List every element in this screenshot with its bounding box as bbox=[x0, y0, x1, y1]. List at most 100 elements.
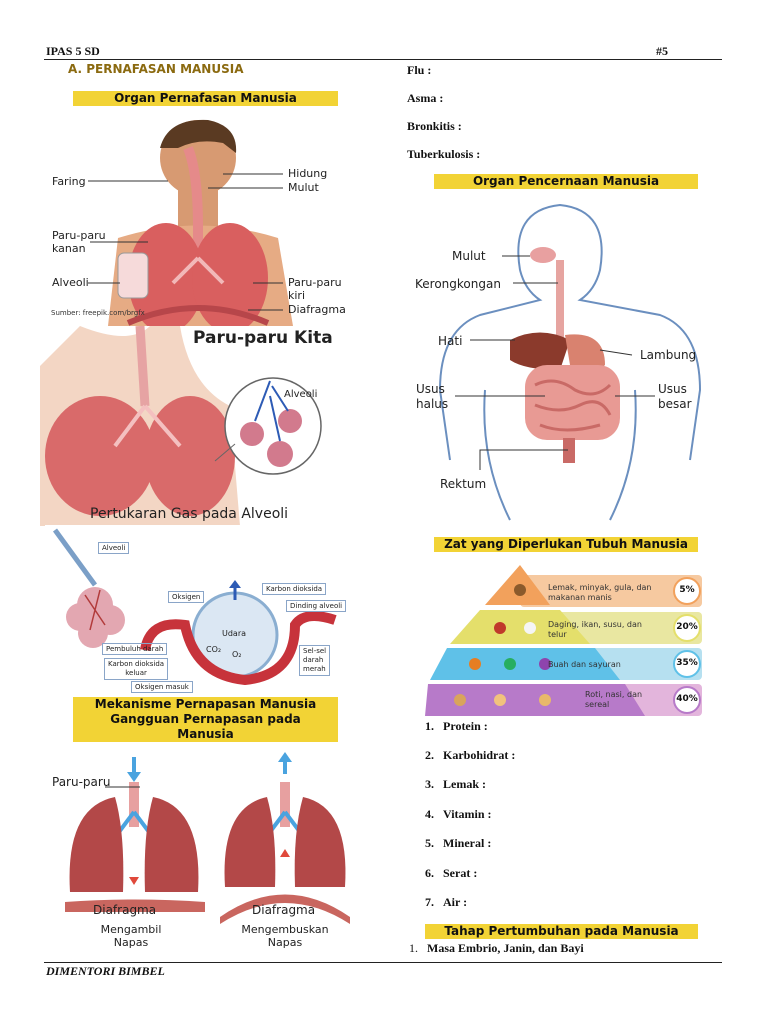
pyramid-text-1: Lemak, minyak, gula, dan makanan manis bbox=[548, 583, 652, 603]
breath-label-paru: Paru-paru bbox=[52, 775, 111, 789]
label-paru-kanan-1: Paru-paru bbox=[52, 229, 106, 242]
breathing-mechanism-figure bbox=[45, 752, 360, 962]
header-rule bbox=[44, 59, 722, 60]
label-paru-kanan-2: kanan bbox=[52, 242, 86, 255]
nutrient-4: 4.Vitamin : bbox=[425, 807, 492, 821]
breath-label-ambil-1: Mengambil bbox=[100, 923, 162, 936]
pyramid-text-2a: Daging, ikan, susu, dan bbox=[548, 620, 642, 629]
paru-paru-figure bbox=[40, 326, 345, 526]
cerna-label-usus-besar: Usus besar bbox=[658, 382, 692, 412]
cerna-label-lambung: Lambung bbox=[640, 348, 697, 362]
banner-mekanisme: Mekanisme Pernapasan Manusia Gangguan Pe… bbox=[73, 697, 338, 742]
tahap-item-1: 1.Masa Embrio, Janin, dan Bayi bbox=[409, 941, 584, 955]
cerna-label-mulut: Mulut bbox=[452, 249, 486, 263]
paru-title: Paru-paru Kita bbox=[193, 328, 333, 348]
disease-flu: Flu : bbox=[407, 63, 432, 77]
digestive-organ-figure bbox=[410, 200, 720, 525]
cerna-label-rektum: Rektum bbox=[440, 477, 487, 491]
pyramid-pct-3: 35% bbox=[676, 658, 698, 668]
pyramid-text-4a: Roti, nasi, dan bbox=[585, 690, 643, 699]
food-pyramid bbox=[425, 565, 702, 716]
breath-label-buang-2: Napas bbox=[267, 936, 303, 949]
banner-mekanisme-line3: Manusia bbox=[177, 727, 234, 741]
pyramid-text-2: Daging, ikan, susu, dan telur bbox=[548, 620, 642, 640]
pyramid-pct-2: 20% bbox=[676, 622, 698, 632]
nutrient-2: 2.Karbohidrat : bbox=[425, 748, 516, 762]
nutrient-3-text: Lemak : bbox=[443, 777, 486, 791]
cerna-label-usus-halus-1: Usus bbox=[416, 382, 445, 396]
gas-label-karbon: Karbon dioksida bbox=[262, 583, 327, 595]
gas-label-oksigen: Oksigen bbox=[168, 591, 205, 603]
banner-organ-pernafasan: Organ Pernafasan Manusia bbox=[73, 91, 338, 106]
pyramid-text-1a: Lemak, minyak, gula, dan bbox=[548, 583, 652, 592]
footer-rule bbox=[44, 962, 722, 963]
gas-label-oksigen-masuk: Oksigen masuk bbox=[131, 681, 193, 693]
header-page-number: #5 bbox=[656, 44, 668, 58]
label-diafragma: Diafragma bbox=[288, 303, 346, 316]
pyramid-text-4b: sereal bbox=[585, 700, 610, 709]
gas-label-karbon-keluar-1: Karbon dioksida bbox=[108, 660, 165, 668]
paru-alveoli-label: Alveoli bbox=[284, 389, 318, 400]
gas-label-pembuluh: Pembuluh darah bbox=[102, 643, 168, 655]
nutrient-1-text: Protein : bbox=[443, 719, 488, 733]
banner-mekanisme-line1: Mekanisme Pernapasan Manusia bbox=[94, 697, 317, 711]
cerna-label-usus-halus-2: halus bbox=[416, 397, 449, 411]
header-subject: IPAS 5 SD bbox=[46, 44, 100, 58]
nutrient-5: 5.Mineral : bbox=[425, 836, 492, 850]
source-note: Sumber: freepik.com/brgfx bbox=[51, 309, 145, 317]
paru-caption: Pertukaran Gas pada Alveoli bbox=[90, 506, 289, 522]
label-paru-kiri-2: kiri bbox=[288, 289, 306, 302]
label-hidung: Hidung bbox=[288, 167, 328, 180]
gas-label-dinding: Dinding alveoli bbox=[286, 600, 347, 612]
tahap-item-1-text: Masa Embrio, Janin, dan Bayi bbox=[427, 941, 584, 955]
footer-brand: DIMENTORI BIMBEL bbox=[46, 964, 165, 978]
disease-tuberkulosis: Tuberkulosis : bbox=[407, 147, 481, 161]
breath-label-diafragma-b: Diafragma bbox=[252, 903, 316, 917]
label-alveoli: Alveoli bbox=[52, 276, 89, 289]
nutrient-1: 1.Protein : bbox=[425, 719, 488, 733]
gas-label-udara: Udara bbox=[222, 629, 247, 638]
breath-label-ambil-2: Napas bbox=[113, 936, 149, 949]
label-faring: Faring bbox=[52, 175, 86, 188]
label-mulut: Mulut bbox=[288, 181, 319, 194]
gas-label-alveoli: Alveoli bbox=[98, 542, 130, 554]
cerna-label-hati: Hati bbox=[438, 334, 463, 348]
disease-bronkitis: Bronkitis : bbox=[407, 119, 462, 133]
pyramid-pct-4: 40% bbox=[676, 694, 698, 704]
gas-label-karbon-keluar-2: keluar bbox=[125, 669, 147, 677]
breath-label-ambil: Mengambil Napas bbox=[86, 923, 176, 949]
banner-organ-pencernaan: Organ Pencernaan Manusia bbox=[434, 174, 698, 189]
label-paru-kiri-1: Paru-paru bbox=[288, 276, 342, 289]
gas-exchange-figure bbox=[45, 525, 345, 695]
pyramid-pct-1: 5% bbox=[679, 585, 695, 595]
nutrient-2-text: Karbohidrat : bbox=[443, 748, 516, 762]
breath-label-diafragma-a: Diafragma bbox=[93, 903, 157, 917]
nutrient-4-text: Vitamin : bbox=[443, 807, 492, 821]
gas-label-sel-1: Sel-sel bbox=[303, 647, 327, 655]
nutrient-6: 6.Serat : bbox=[425, 866, 478, 880]
section-title: A. PERNAFASAN MANUSIA bbox=[68, 62, 244, 76]
pyramid-text-1b: makanan manis bbox=[548, 593, 612, 602]
pyramid-text-3: Buah dan sayuran bbox=[548, 660, 621, 669]
cerna-label-usus-besar-2: besar bbox=[658, 397, 692, 411]
pyramid-text-2b: telur bbox=[548, 630, 567, 639]
cerna-label-usus-besar-1: Usus bbox=[658, 382, 687, 396]
gas-label-sel-3: merah bbox=[303, 665, 326, 673]
respiratory-organ-figure: Sumber: freepik.com/brgfx bbox=[48, 118, 358, 326]
nutrient-5-text: Mineral : bbox=[443, 836, 492, 850]
banner-mekanisme-line2: Gangguan Pernapasan pada bbox=[110, 712, 301, 726]
nutrient-7: 7.Air : bbox=[425, 895, 468, 909]
disease-asma: Asma : bbox=[407, 91, 444, 105]
banner-tahap: Tahap Pertumbuhan pada Manusia bbox=[425, 924, 698, 939]
nutrient-6-text: Serat : bbox=[443, 866, 478, 880]
cerna-label-kerongkongan: Kerongkongan bbox=[415, 277, 501, 291]
gas-label-karbon-keluar: Karbon dioksida keluar bbox=[104, 658, 169, 680]
nutrient-7-text: Air : bbox=[443, 895, 468, 909]
pyramid-band-1 bbox=[520, 575, 702, 607]
breath-label-buang: Mengembuskan Napas bbox=[230, 923, 340, 949]
cerna-label-usus-halus: Usus halus bbox=[416, 382, 448, 412]
gas-label-sel-2: darah bbox=[303, 656, 324, 664]
gas-label-co2: CO₂ bbox=[206, 645, 222, 654]
gas-label-sel-darah: Sel-sel darah merah bbox=[299, 645, 331, 676]
gas-label-o2: O₂ bbox=[232, 650, 242, 659]
